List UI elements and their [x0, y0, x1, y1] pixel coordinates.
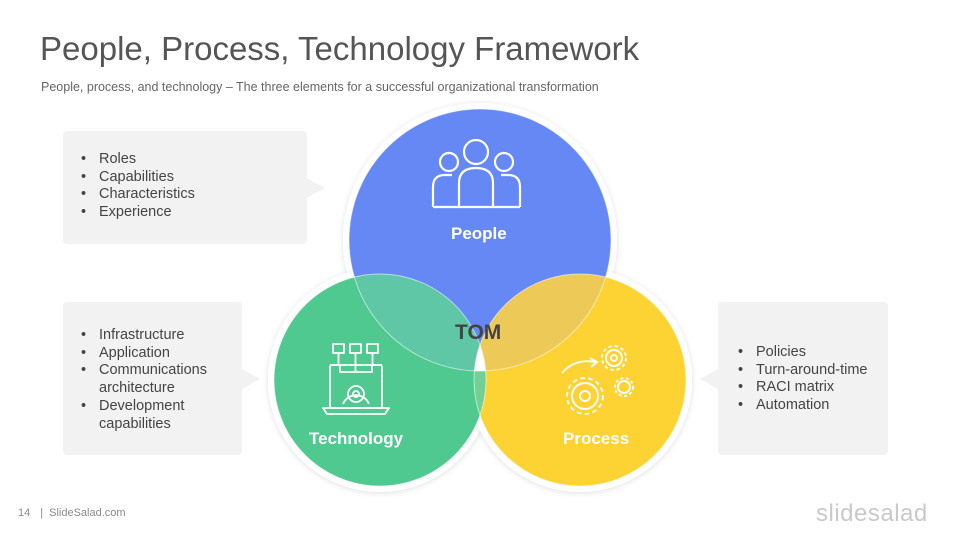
people-group-icon — [431, 138, 522, 209]
list-item: Capabilities — [79, 169, 307, 187]
list-item: Automation — [736, 397, 888, 415]
footer-site: SlideSalad.com — [49, 507, 126, 519]
brand-logo: slidesalad — [816, 500, 928, 527]
people-label: People — [451, 224, 507, 243]
slide-subtitle: People, process, and technology – The th… — [41, 80, 599, 94]
people-callout-pointer — [307, 178, 325, 198]
list-item: Characteristics — [79, 186, 307, 204]
slide-title: People, Process, Technology Framework — [40, 30, 640, 67]
people-circle-outline — [348, 108, 612, 372]
technology-label: Technology — [309, 429, 404, 448]
technology-callout-list: Infrastructure Application Communication… — [63, 302, 242, 433]
technology-callout: Infrastructure Application Communication… — [63, 302, 242, 455]
people-callout: Roles Capabilities Characteristics Exper… — [63, 131, 307, 244]
center-label: TOM — [455, 321, 502, 344]
footer-separator: | — [40, 507, 44, 519]
list-item: Application — [79, 345, 242, 363]
technology-circle-outline — [273, 273, 487, 487]
people-process-overlap — [474, 274, 611, 371]
process-callout-pointer — [700, 369, 718, 389]
list-item: RACI matrix — [736, 379, 888, 397]
footer: 14 | SlideSalad.com — [18, 507, 126, 519]
laptop-gear-network-icon — [322, 343, 390, 415]
list-item: Communications architecture — [79, 362, 242, 397]
page-number: 14 — [18, 507, 31, 519]
process-circle-outline — [473, 273, 687, 487]
process-callout-list: Policies Turn-around-time RACI matrix Au… — [718, 302, 888, 415]
list-item: Turn-around-time — [736, 362, 888, 380]
people-callout-list: Roles Capabilities Characteristics Exper… — [63, 131, 307, 222]
people-technology-overlap — [349, 274, 486, 371]
process-label: Process — [563, 429, 630, 448]
gears-icon — [561, 345, 634, 415]
list-item: Development capabilities — [79, 398, 242, 433]
process-callout: Policies Turn-around-time RACI matrix Au… — [718, 302, 888, 455]
list-item: Policies — [736, 344, 888, 362]
list-item: Roles — [79, 151, 307, 169]
list-item: Experience — [79, 204, 307, 222]
technology-callout-pointer — [242, 369, 260, 389]
list-item: Infrastructure — [79, 327, 242, 345]
